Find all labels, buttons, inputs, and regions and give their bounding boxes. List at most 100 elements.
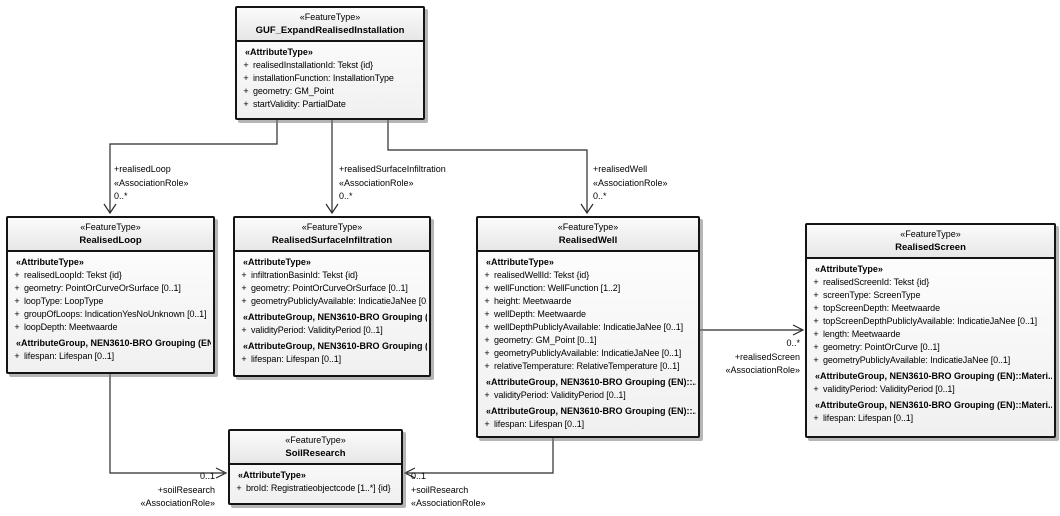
attribute-text: geometryPubliclyAvailable: IndicatieJaNe…	[823, 355, 1011, 365]
class-stereotype: «FeatureType»	[557, 222, 619, 232]
class-attribute-compartment: «AttributeType» +realisedWellId: Tekst {…	[478, 252, 698, 435]
class-name: GUF_ExpandRealisedInstallation	[255, 25, 405, 36]
class-box-realisedscreen[interactable]: «FeatureType» RealisedScreen «AttributeT…	[805, 223, 1056, 438]
visibility-plus: +	[484, 283, 490, 293]
class-box-guf-expandrealisedinstallation[interactable]: «FeatureType» GUF_ExpandRealisedInstalla…	[235, 6, 425, 120]
arrowhead-open-down	[325, 203, 339, 215]
arrowhead-open-right	[792, 324, 805, 336]
attribute-text: realisedWellId: Tekst {id}	[494, 270, 590, 280]
class-header: «FeatureType» GUF_ExpandRealisedInstalla…	[237, 8, 423, 42]
attribute-text: realisedInstallationId: Tekst {id}	[253, 60, 374, 70]
class-header: «FeatureType» RealisedLoop	[8, 218, 213, 252]
section-header: «AttributeType»	[238, 470, 306, 480]
attribute-text: topScreenDepthPubliclyAvailable: Indicat…	[823, 316, 1038, 326]
visibility-plus: +	[484, 322, 490, 332]
attribute-row: +realisedWellId: Tekst {id}	[480, 269, 696, 282]
visibility-plus: +	[14, 270, 20, 280]
attribute-text: validityPeriod: ValidityPeriod [0..1]	[251, 325, 383, 335]
connector-realisedloop[interactable]	[103, 120, 278, 215]
attribute-row: +realisedScreenId: Tekst {id}	[809, 276, 1052, 289]
attribute-text: height: Meetwaarde	[494, 296, 572, 306]
visibility-plus: +	[14, 322, 20, 332]
assoc-role: +realisedLoop	[114, 164, 171, 174]
attribute-text: lifespan: Lifespan [0..1]	[24, 351, 115, 361]
visibility-plus: +	[241, 270, 247, 280]
class-header: «FeatureType» SoilResearch	[230, 431, 401, 465]
attribute-row: +length: Meetwaarde	[809, 328, 1052, 341]
attribute-row: + geometryPubliclyAvailable: IndicatieJaN…	[809, 354, 1052, 367]
arrowhead-open-left	[403, 467, 416, 479]
visibility-plus: +	[813, 303, 819, 313]
assoc-role: +realisedScreen	[734, 351, 800, 362]
assoc-multiplicity: 0..1	[411, 471, 427, 481]
class-stereotype: «FeatureType»	[285, 435, 346, 445]
attribute-text: geometry: GM_Point	[253, 86, 334, 96]
connector-soilresearch-right[interactable]	[403, 438, 554, 479]
attribute-text: infiltrationBasinId: Tekst {id}	[251, 270, 358, 280]
attribute-row: +groupOfLoops: IndicationYesNoUnknown [0…	[10, 308, 211, 321]
connector-realisedscreen[interactable]	[700, 324, 805, 336]
attribute-text: length: Meetwaarde	[823, 329, 901, 339]
assoc-stereotype: «AssociationRole»	[593, 177, 668, 188]
section-header: «AttributeGroup, NEN3610-BRO Grouping (E…	[243, 312, 427, 322]
visibility-plus: +	[484, 348, 490, 358]
attribute-row: + infiltrationBasinId: Tekst {id}	[237, 269, 427, 282]
assoc-multiplicity: 0..*	[339, 191, 353, 201]
attribute-row: +lifespan: Lifespan [0..1]	[809, 412, 1052, 425]
class-box-realisedsurfaceinfiltration[interactable]: «FeatureType» RealisedSurfaceInfiltratio…	[233, 216, 431, 377]
class-box-realisedloop[interactable]: «FeatureType» RealisedLoop «AttributeTyp…	[6, 216, 215, 374]
assoc-stereotype: «AssociationRole»	[339, 177, 414, 188]
visibility-plus: +	[243, 86, 249, 96]
attribute-row: + geometry: GM_Point	[239, 85, 421, 98]
visibility-plus: +	[484, 390, 490, 400]
class-attribute-compartment: «AttributeType» +realisedScreenId: Tekst…	[807, 259, 1054, 429]
visibility-plus: +	[813, 355, 819, 365]
attribute-text: startValidity: PartialDate	[253, 99, 346, 109]
visibility-plus: +	[813, 290, 819, 300]
visibility-plus: +	[14, 296, 20, 306]
visibility-plus: +	[813, 277, 819, 287]
assoc-role: +realisedWell	[593, 164, 648, 174]
visibility-plus: +	[241, 354, 247, 364]
visibility-plus: +	[813, 316, 819, 326]
attribute-text: geometryPubliclyAvailable: IndicatieJaNe…	[494, 348, 682, 358]
assoc-multiplicity: 0..*	[114, 191, 128, 201]
class-box-realisedwell[interactable]: «FeatureType» RealisedWell «AttributeTyp…	[476, 216, 700, 438]
visibility-plus: +	[243, 99, 249, 109]
class-header: «FeatureType» RealisedWell	[478, 218, 698, 252]
attribute-text: realisedLoopId: Tekst {id}	[24, 270, 122, 280]
visibility-plus: +	[484, 419, 490, 429]
class-attribute-compartment: «AttributeType» +realisedInstallationId:…	[237, 42, 423, 115]
attribute-row: + geometry: PointOrCurve [0..1]	[809, 341, 1052, 354]
section-header: «AttributeType»	[243, 257, 311, 267]
visibility-plus: +	[813, 384, 819, 394]
visibility-plus: +	[14, 283, 20, 293]
visibility-plus: +	[14, 309, 20, 319]
visibility-plus: +	[484, 309, 490, 319]
class-name: RealisedLoop	[79, 235, 142, 246]
assoc-stereotype: «AssociationRole»	[114, 177, 189, 188]
attribute-row: +wellDepth: Meetwaarde	[480, 308, 696, 321]
assoc-stereotype: «AssociationRole»	[725, 365, 800, 375]
arrowhead-open-right	[215, 467, 228, 479]
class-name: RealisedWell	[558, 235, 618, 246]
class-attribute-compartment: «AttributeType» +realisedLoopId: Tekst {…	[8, 252, 213, 367]
connector-realisedwell[interactable]	[387, 120, 594, 215]
attribute-row: +topScreenDepth: Meetwaarde	[809, 302, 1052, 315]
attribute-row: +wellFunction: WellFunction [1..2]	[480, 282, 696, 295]
connector-realisedsurfaceinfiltration[interactable]	[325, 120, 339, 215]
section-header: «AttributeGroup, NEN3610-BRO Grouping (E…	[486, 406, 696, 416]
attribute-row: +lifespan: Lifespan [0..1]	[480, 418, 696, 431]
connector-soilresearch-left[interactable]	[109, 374, 228, 479]
class-box-soilresearch[interactable]: «FeatureType» SoilResearch «AttributeTyp…	[228, 429, 403, 505]
attribute-text: loopDepth: Meetwaarde	[24, 322, 118, 332]
section-header: «AttributeType»	[486, 257, 554, 267]
section-header: «AttributeGroup, NEN3610-BRO Grouping (E…	[243, 341, 427, 351]
assoc-stereotype: «AssociationRole»	[411, 498, 486, 508]
attribute-text: geometry: PointOrCurve [0..1]	[823, 342, 940, 352]
visibility-plus: +	[14, 351, 20, 361]
visibility-plus: +	[241, 325, 247, 335]
attribute-row: +broId: Registratieobjectcode [1..*] {id…	[232, 482, 399, 495]
visibility-plus: +	[813, 342, 819, 352]
